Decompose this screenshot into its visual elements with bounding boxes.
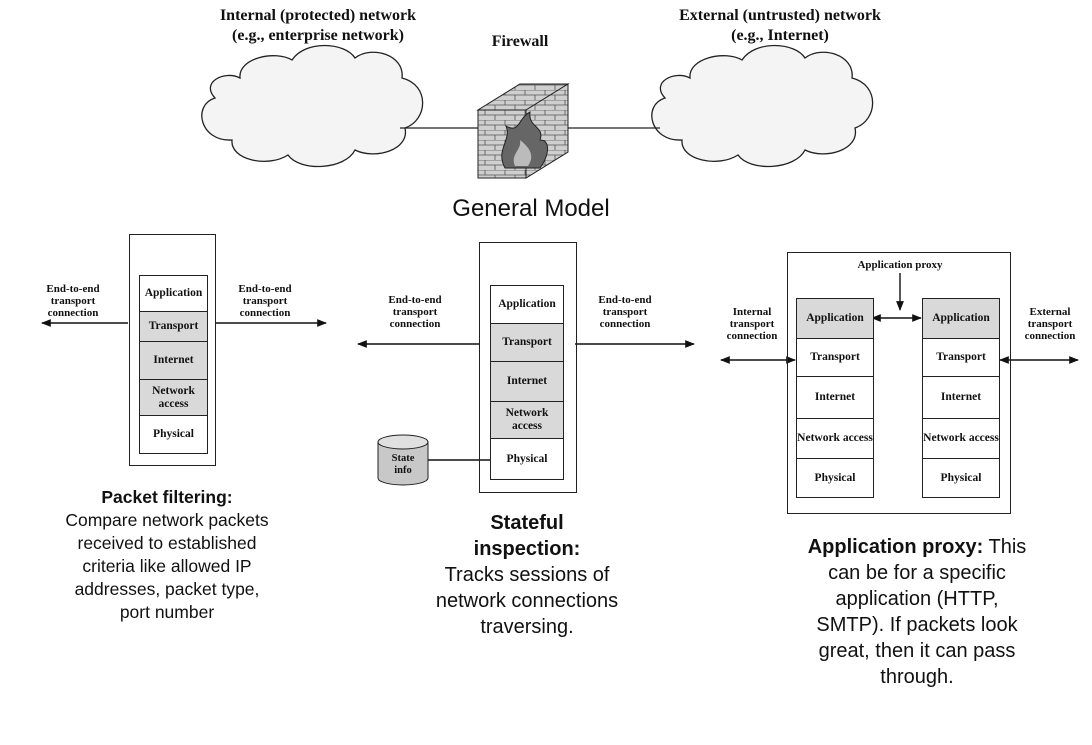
internal-network-cloud bbox=[201, 44, 424, 168]
ap-external-connection-label: External transport connection bbox=[1024, 306, 1076, 342]
internal-network-label: Internal (protected) network (e.g., ente… bbox=[168, 6, 468, 46]
ap-external-layer-network-access: Network access bbox=[923, 419, 999, 459]
application-proxy-label: Application proxy bbox=[857, 259, 943, 271]
stateful-inspection-text: Tracks sessions of network connections t… bbox=[435, 564, 619, 638]
ap-internal-layer-transport: Transport bbox=[797, 339, 873, 377]
external-network-label-line1: External (untrusted) network bbox=[679, 7, 881, 24]
si-layer-internet: Internet bbox=[491, 362, 563, 402]
pf-layer-internet: Internet bbox=[140, 342, 207, 380]
pf-layer-transport: Transport bbox=[140, 312, 207, 342]
ap-internal-layer-application: Application bbox=[797, 299, 873, 339]
si-layer-network-access: Network access bbox=[491, 402, 563, 439]
application-proxy-text: This can be for a specific application (… bbox=[816, 536, 1027, 688]
ap-internal-connection-label: Internal transport connection bbox=[726, 306, 778, 342]
firewall-icon bbox=[476, 83, 570, 179]
internal-network-label-line2: (e.g., enterprise network) bbox=[232, 27, 404, 44]
packet-filtering-description: Packet filtering: Compare network packet… bbox=[58, 486, 276, 624]
pf-left-connection-label: End-to-end transport connection bbox=[46, 283, 100, 319]
ap-internal-layer-physical: Physical bbox=[814, 471, 856, 484]
ap-internal-layer-internet: Internet bbox=[797, 377, 873, 419]
pf-layer-physical: Physical bbox=[153, 428, 194, 440]
stateful-inspection-frame bbox=[479, 242, 577, 493]
state-info-database-icon bbox=[377, 434, 429, 486]
si-layer-physical: Physical bbox=[506, 452, 548, 465]
pf-layer-application: Application bbox=[140, 276, 207, 312]
si-layer-application: Application bbox=[491, 286, 563, 324]
general-model-title: General Model bbox=[452, 195, 610, 222]
pf-layer-network-access: Network access bbox=[140, 380, 207, 416]
packet-filtering-stack: Application Transport Internet Network a… bbox=[139, 275, 208, 454]
ap-external-layer-internet: Internet bbox=[923, 377, 999, 419]
application-proxy-description: Application proxy: This can be for a spe… bbox=[806, 534, 1028, 690]
ap-internal-layer-network-access: Network access bbox=[797, 419, 873, 459]
external-network-cloud bbox=[651, 44, 874, 168]
ap-external-layer-transport: Transport bbox=[923, 339, 999, 377]
ap-external-stack: Application Transport Internet Network a… bbox=[922, 298, 1000, 498]
si-left-connection-label: End-to-end transport connection bbox=[388, 294, 442, 330]
firewall-label: Firewall bbox=[491, 33, 549, 50]
application-proxy-frame bbox=[787, 252, 1011, 514]
stateful-inspection-title: Stateful inspection: bbox=[473, 512, 581, 560]
pf-right-connection-label: End-to-end transport connection bbox=[238, 283, 292, 319]
stateful-inspection-description: Stateful inspection: Tracks sessions of … bbox=[402, 510, 652, 640]
packet-filtering-text: Compare network packets received to esta… bbox=[65, 510, 269, 622]
external-network-label: External (untrusted) network (e.g., Inte… bbox=[630, 6, 930, 46]
ap-external-layer-physical: Physical bbox=[940, 471, 982, 484]
packet-filtering-title: Packet filtering: bbox=[101, 487, 233, 507]
application-proxy-title: Application proxy: bbox=[807, 536, 984, 558]
state-info-label: State info bbox=[391, 453, 415, 476]
stateful-inspection-stack: Application Transport Internet Network a… bbox=[490, 285, 564, 480]
packet-filtering-frame bbox=[129, 234, 216, 466]
si-right-connection-label: End-to-end transport connection bbox=[598, 294, 652, 330]
external-network-label-line2: (e.g., Internet) bbox=[731, 27, 829, 44]
internal-network-label-line1: Internal (protected) network bbox=[219, 7, 417, 24]
ap-external-layer-application: Application bbox=[923, 299, 999, 339]
ap-internal-stack: Application Transport Internet Network a… bbox=[796, 298, 874, 498]
si-layer-transport: Transport bbox=[491, 324, 563, 362]
